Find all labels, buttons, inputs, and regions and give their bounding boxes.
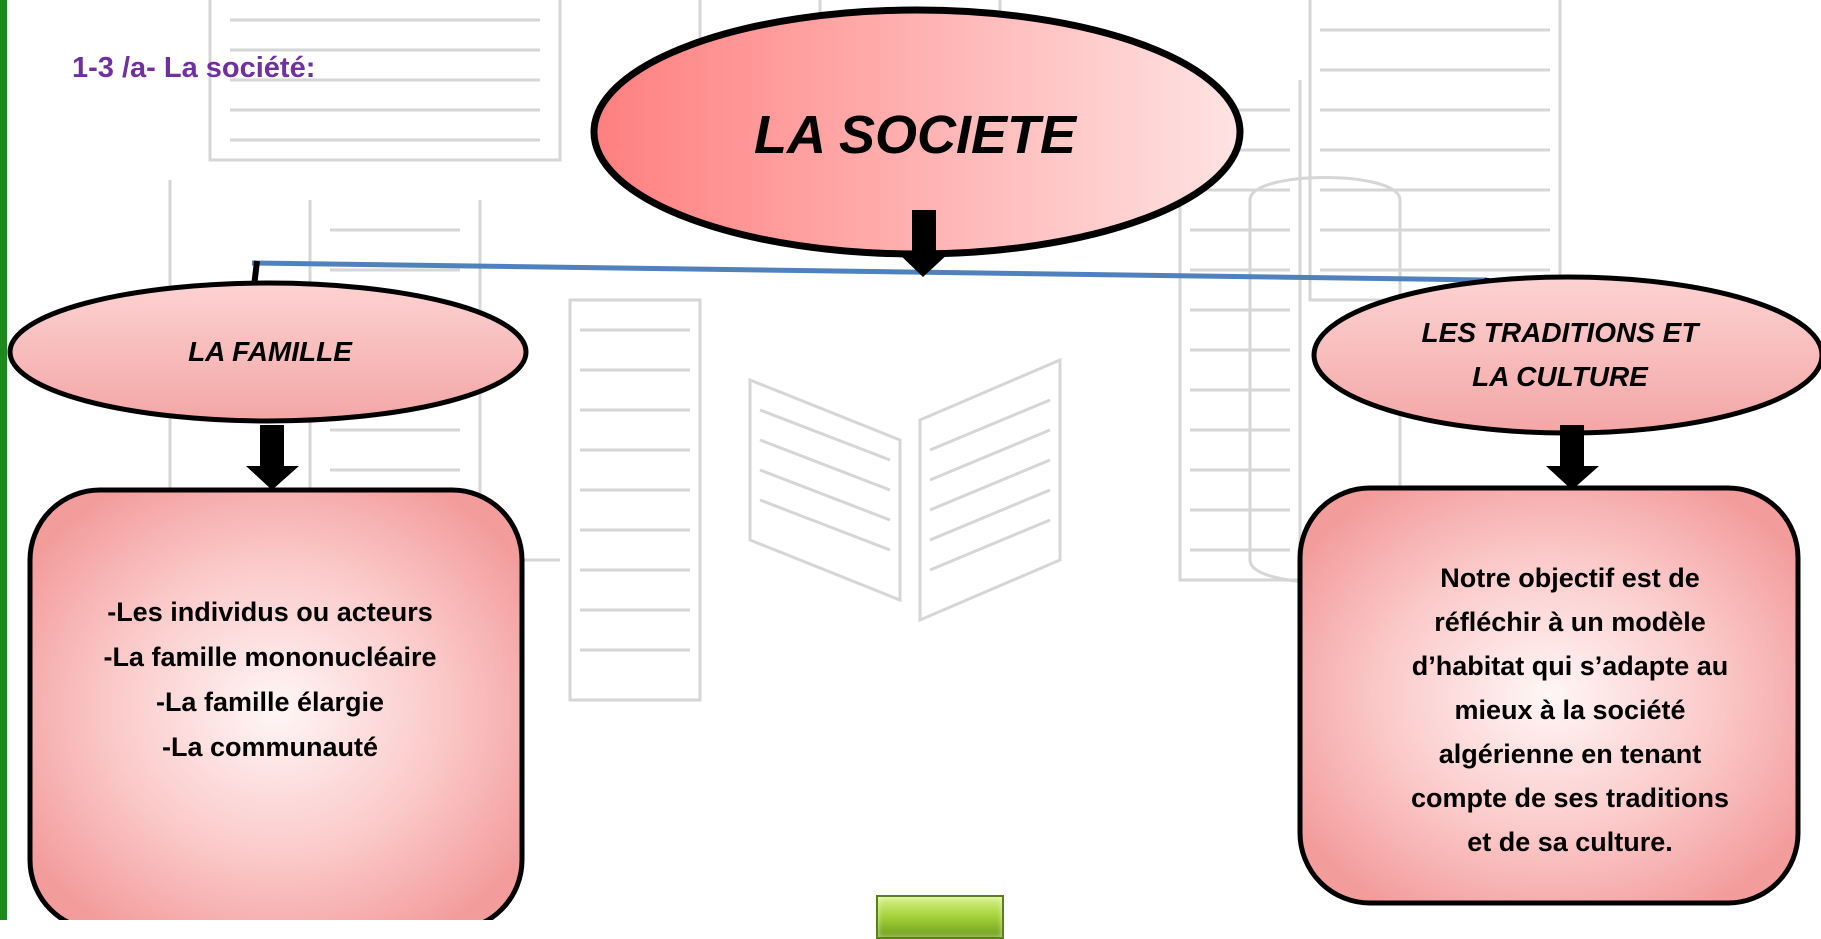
left-border bbox=[0, 0, 7, 920]
famille-details-text: -Les individus ou acteurs -La famille mo… bbox=[103, 597, 437, 762]
section-heading: 1-3 /a- La société: bbox=[72, 52, 316, 84]
next-button[interactable] bbox=[876, 895, 1004, 939]
famille-node-label: LA FAMILLE bbox=[188, 336, 352, 367]
traditions-node-label: LES TRADITIONS ET LA CULTURE bbox=[1421, 317, 1699, 392]
traditions-details-box bbox=[1297, 485, 1801, 906]
arrow-down-icon bbox=[897, 210, 950, 277]
root-node-label: LA SOCIETE bbox=[753, 105, 1077, 165]
famille-details-box bbox=[27, 487, 525, 920]
arrow-down-icon bbox=[246, 425, 299, 490]
famille-node-shape bbox=[7, 280, 529, 424]
traditions-details-text: Notre objectif est de réfléchir à un mod… bbox=[1410, 563, 1730, 857]
connector-line bbox=[251, 260, 1488, 283]
concept-map bbox=[7, 6, 1821, 920]
arrow-down-icon bbox=[1546, 425, 1599, 490]
